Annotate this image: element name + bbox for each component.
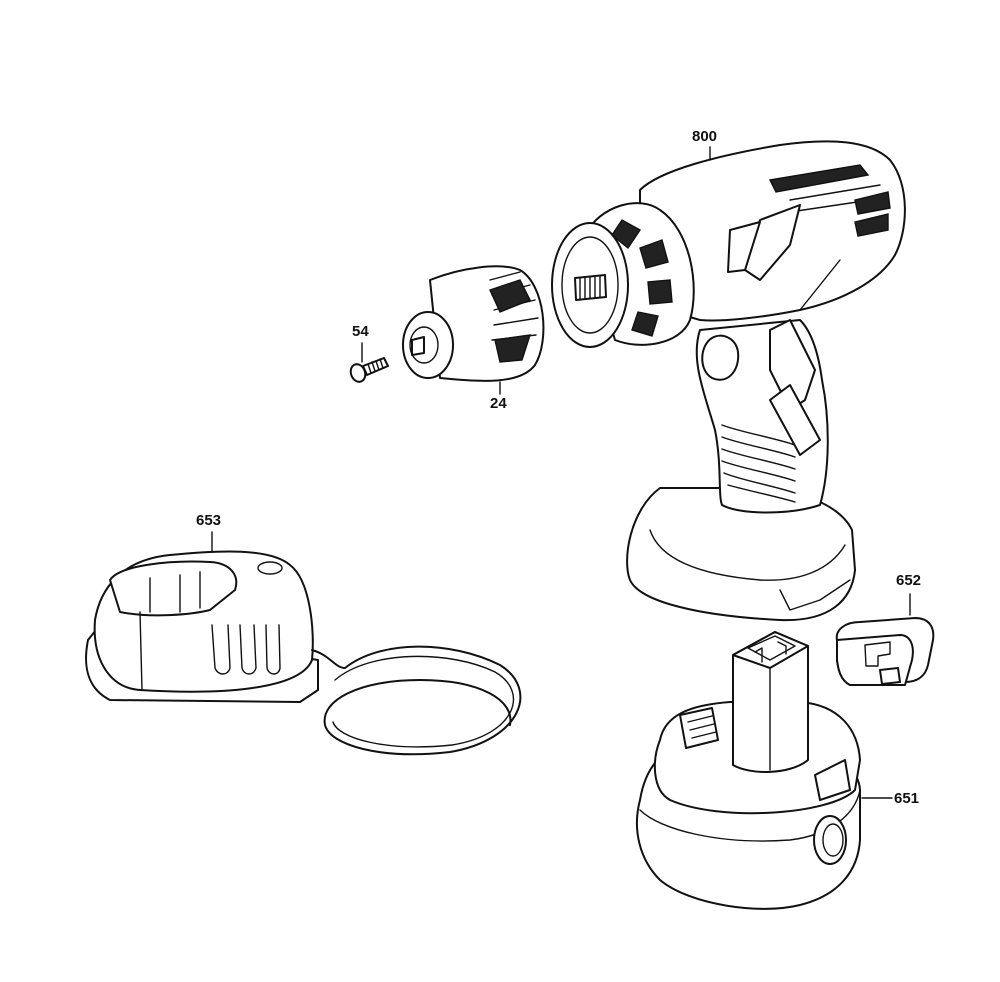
drill-body-icon bbox=[551, 140, 906, 622]
part-label-54: 54 bbox=[352, 323, 369, 340]
battery-cap-icon bbox=[835, 617, 935, 686]
battery-pack-icon bbox=[636, 631, 861, 910]
screw-icon bbox=[349, 357, 389, 383]
part-label-652: 652 bbox=[896, 572, 922, 589]
keyless-chuck-icon bbox=[402, 265, 545, 382]
charger-icon bbox=[85, 550, 522, 756]
part-label-651: 651 bbox=[894, 790, 920, 807]
part-label-24: 24 bbox=[490, 395, 507, 412]
part-label-800: 800 bbox=[692, 128, 718, 145]
part-label-653: 653 bbox=[196, 512, 222, 529]
